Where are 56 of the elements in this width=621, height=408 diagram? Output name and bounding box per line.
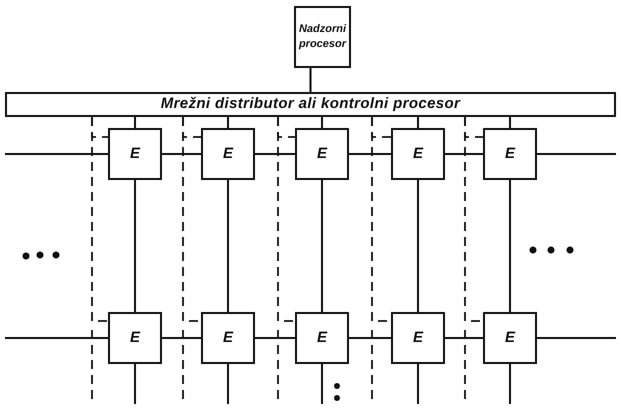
box-label: E <box>316 328 327 348</box>
connection-line <box>349 153 391 155</box>
connection-line <box>134 364 136 404</box>
element-box <box>295 128 349 180</box>
element-box <box>483 128 537 180</box>
dashed-control-line <box>182 117 201 322</box>
connection-line <box>134 180 136 312</box>
processor-box <box>294 6 351 68</box>
connection-line <box>509 364 511 404</box>
dashed-control-line <box>464 117 483 322</box>
element-box <box>108 312 162 364</box>
connection-line <box>349 337 391 339</box>
connection-line <box>417 117 419 128</box>
box-label: E <box>504 144 515 164</box>
connection-line <box>537 337 616 339</box>
box-label: E <box>504 328 515 348</box>
connection-line <box>255 153 295 155</box>
box-label: E <box>412 144 423 164</box>
connection-line <box>509 180 511 312</box>
connection-line <box>227 364 229 404</box>
connection-line <box>255 337 295 339</box>
box-label: E <box>316 144 327 164</box>
connection-line <box>417 364 419 404</box>
distributor-bar <box>5 92 616 117</box>
connection-line <box>321 364 323 404</box>
box-label: E <box>222 144 233 164</box>
element-box <box>108 128 162 180</box>
connection-line <box>417 180 419 312</box>
connection-line <box>162 337 201 339</box>
element-box <box>483 312 537 364</box>
connection-line <box>445 153 483 155</box>
connection-line <box>5 337 108 339</box>
element-box <box>391 128 445 180</box>
box-label: E <box>130 328 140 348</box>
bar-label: Mrežni distributor ali kontrolni procesor <box>160 94 460 114</box>
box-label: Nadzorni procesor <box>298 22 348 52</box>
connection-line <box>227 180 229 312</box>
connection-line <box>509 117 511 128</box>
box-label: E <box>222 328 233 348</box>
dashed-control-line <box>277 117 295 322</box>
box-label: E <box>130 144 140 164</box>
connection-line <box>310 68 312 92</box>
element-box <box>201 312 255 364</box>
element-box <box>201 128 255 180</box>
connection-line <box>134 117 136 128</box>
dashed-control-line <box>91 117 108 322</box>
connection-line <box>445 337 483 339</box>
connection-line <box>537 153 616 155</box>
connection-line <box>227 117 229 128</box>
connection-line <box>321 180 323 312</box>
box-label: E <box>412 328 423 348</box>
connection-line <box>321 117 323 128</box>
connection-line <box>162 153 201 155</box>
connection-line <box>5 153 108 155</box>
element-box <box>295 312 349 364</box>
element-box <box>391 312 445 364</box>
